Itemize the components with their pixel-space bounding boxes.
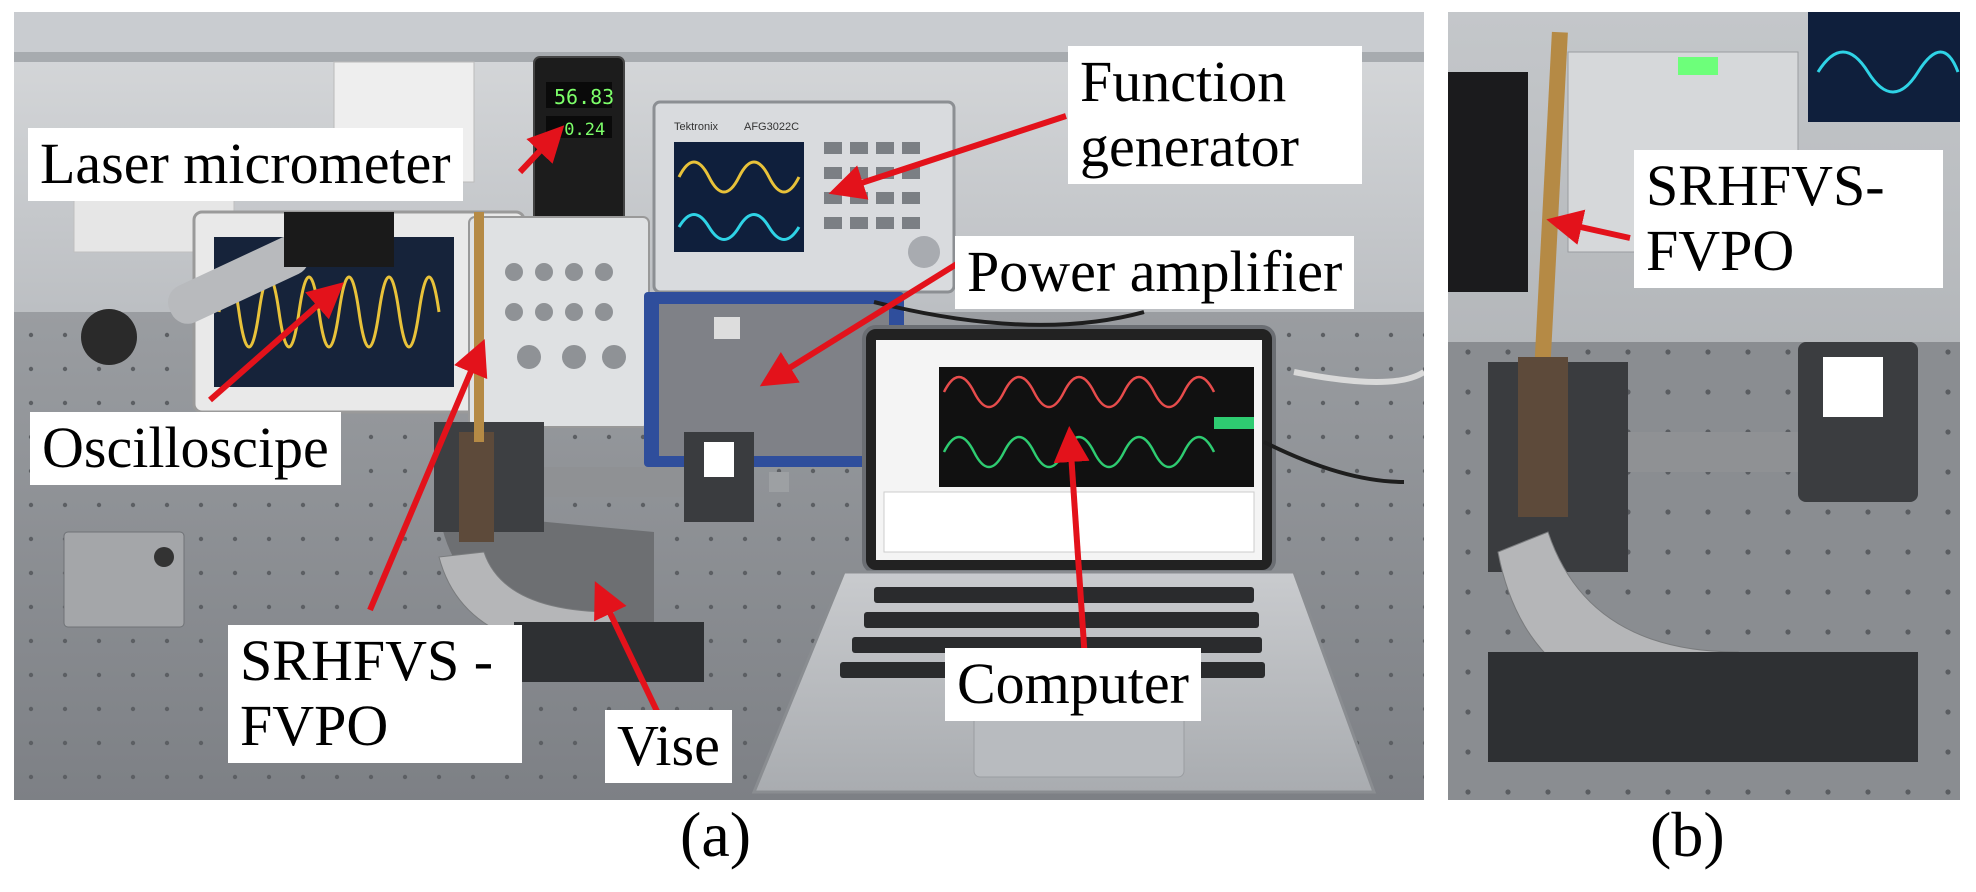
caption-panel-b: (b) [1650,799,1725,870]
caption-panel-a: (a) [680,799,752,870]
micrometer-reading-bottom: -0.24 [554,120,605,140]
generator-model: AFG3022C [744,121,799,133]
label-oscilloscope: Oscilloscipe [30,412,341,485]
label-laser-micrometer: Laser micrometer [28,128,463,201]
label-sensor-b: SRHFVS- FVPO [1634,150,1943,288]
label-function-generator: Function generator [1068,46,1362,184]
sensor-strip-closeup [1534,31,1568,373]
label-power-amplifier: Power amplifier [955,236,1355,309]
label-sensor: SRHFVS -FVPO [228,625,522,763]
laser-micrometer-display [533,56,625,228]
generator-brand: Tektronix [674,121,719,133]
micrometer-reading-top: 56.83 [554,85,614,109]
label-computer: Computer [945,648,1201,721]
sensor-strip [474,212,484,442]
label-vise: Vise [605,710,732,783]
magnetic-stand [63,212,394,628]
vise-closeup-illustration [1448,12,1960,800]
photo-panel-b [1448,12,1960,800]
